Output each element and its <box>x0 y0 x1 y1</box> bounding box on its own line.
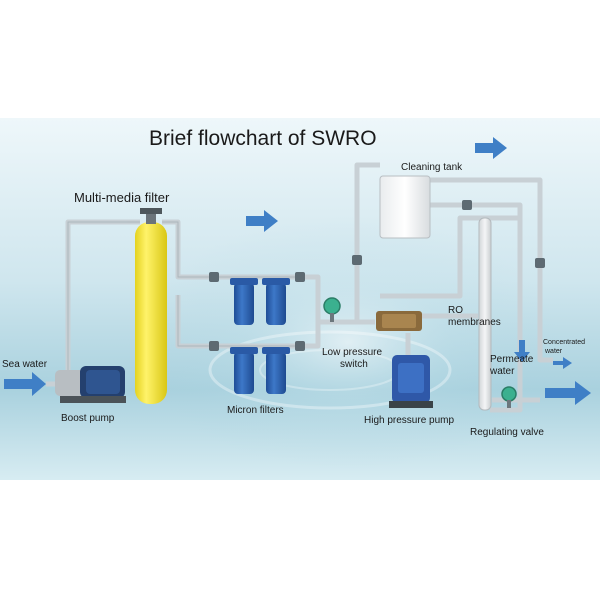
cleaning-tank-label: Cleaning tank <box>401 162 463 173</box>
water-ripple <box>0 118 600 480</box>
high-pressure-pump-label: High pressure pump <box>364 415 454 426</box>
ro-pressure-vessel <box>478 217 492 411</box>
concentrated-water-label: Concentrated <box>543 339 585 346</box>
outlet-arrow-icon <box>545 381 591 405</box>
ro-membrane-housing <box>376 311 422 331</box>
concentrate-arrow-icon <box>553 357 572 369</box>
flow-arrow-icon <box>475 137 507 159</box>
regulating-valve-gauge-icon <box>501 386 517 408</box>
ro-membranes-label: RO <box>448 305 463 316</box>
diagram-title: Brief flowchart of SWRO <box>149 127 377 150</box>
permeate-water-label: Permeate <box>490 354 534 365</box>
boost-pump-label: Boost pump <box>61 413 115 424</box>
permeate-arrow-icon <box>514 340 530 362</box>
ro-membranes-label: membranes <box>448 317 501 328</box>
regulating-valve-label: Regulating valve <box>470 427 544 438</box>
multi-media-filter-label: Multi-media filter <box>74 190 170 205</box>
concentrated-water-label: water <box>544 348 563 355</box>
multi-media-filter-tank <box>135 208 167 404</box>
low-pressure-switch-label: Low pressure <box>322 347 382 358</box>
pressure-gauge-icon <box>323 297 341 322</box>
flow-arrow-icon <box>246 210 278 232</box>
cleaning-tank <box>379 175 431 239</box>
valve-icon <box>209 200 545 351</box>
micron-filter-housings <box>230 278 290 394</box>
boost-pump <box>55 366 126 403</box>
low-pressure-switch-label: switch <box>340 359 368 370</box>
micron-filters-label: Micron filters <box>227 405 284 416</box>
sea-water-label: Sea water <box>2 359 48 370</box>
piping-edge <box>67 221 305 372</box>
inlet-arrow-icon <box>4 372 46 396</box>
permeate-water-label: water <box>489 366 515 377</box>
high-pressure-pump <box>389 355 433 408</box>
